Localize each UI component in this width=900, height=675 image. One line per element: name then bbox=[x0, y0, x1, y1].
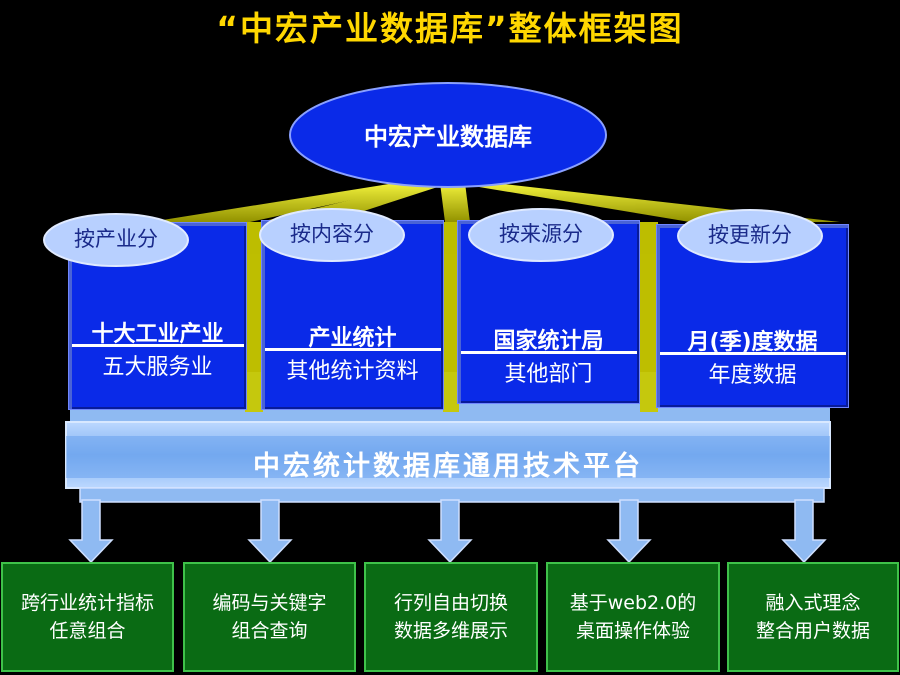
feature-4-line2: 桌面操作体验 bbox=[575, 620, 690, 642]
feature-box-4: 基于web2.0的 桌面操作体验 bbox=[546, 562, 720, 672]
root-label: 中宏产业数据库 bbox=[364, 123, 532, 151]
feature-3-line1: 行列自由切换 bbox=[393, 592, 508, 614]
feature-5-line2: 整合用户数据 bbox=[755, 620, 870, 642]
category-label-1: 按产业分 bbox=[74, 227, 158, 251]
connector-beams bbox=[150, 183, 840, 412]
root-oval bbox=[289, 82, 607, 188]
category-label-4: 按更新分 bbox=[708, 223, 792, 247]
feature-5-line1: 融入式理念 bbox=[765, 592, 861, 614]
column-2-rule bbox=[265, 348, 441, 351]
feature-box-1: 跨行业统计指标 任意组合 bbox=[1, 562, 174, 672]
column-4-sub: 年度数据 bbox=[708, 363, 797, 388]
feature-2-line2: 组合查询 bbox=[231, 620, 308, 642]
arrows bbox=[68, 487, 827, 564]
column-1-sub: 五大服务业 bbox=[102, 355, 213, 380]
column-2-sub: 其他统计资料 bbox=[286, 359, 419, 384]
column-3-main: 国家统计局 bbox=[493, 329, 604, 354]
platform-label: 中宏统计数据库通用技术平台 bbox=[253, 451, 643, 482]
feature-1-line1: 跨行业统计指标 bbox=[20, 592, 154, 614]
column-2-main: 产业统计 bbox=[308, 326, 397, 351]
column-3-sub: 其他部门 bbox=[504, 362, 593, 387]
page-title: “中宏产业数据库”整体框架图 bbox=[216, 9, 684, 48]
feature-box-5: 融入式理念 整合用户数据 bbox=[727, 562, 899, 672]
feature-3-line2: 数据多维展示 bbox=[393, 620, 508, 642]
column-3-rule bbox=[461, 351, 637, 354]
category-label-3: 按来源分 bbox=[499, 222, 583, 246]
column-4-rule bbox=[660, 352, 846, 355]
feature-1-line2: 任意组合 bbox=[49, 620, 126, 642]
feature-4-line1: 基于web2.0的 bbox=[569, 592, 697, 614]
feature-box-2: 编码与关键字 组合查询 bbox=[183, 562, 356, 672]
column-1-rule bbox=[72, 344, 244, 347]
column-4-main: 月(季)度数据 bbox=[687, 330, 818, 355]
feature-box-3: 行列自由切换 数据多维展示 bbox=[364, 562, 538, 672]
category-label-2: 按内容分 bbox=[290, 222, 374, 246]
column-1-main: 十大工业产业 bbox=[91, 322, 224, 347]
feature-2-line1: 编码与关键字 bbox=[212, 592, 327, 614]
